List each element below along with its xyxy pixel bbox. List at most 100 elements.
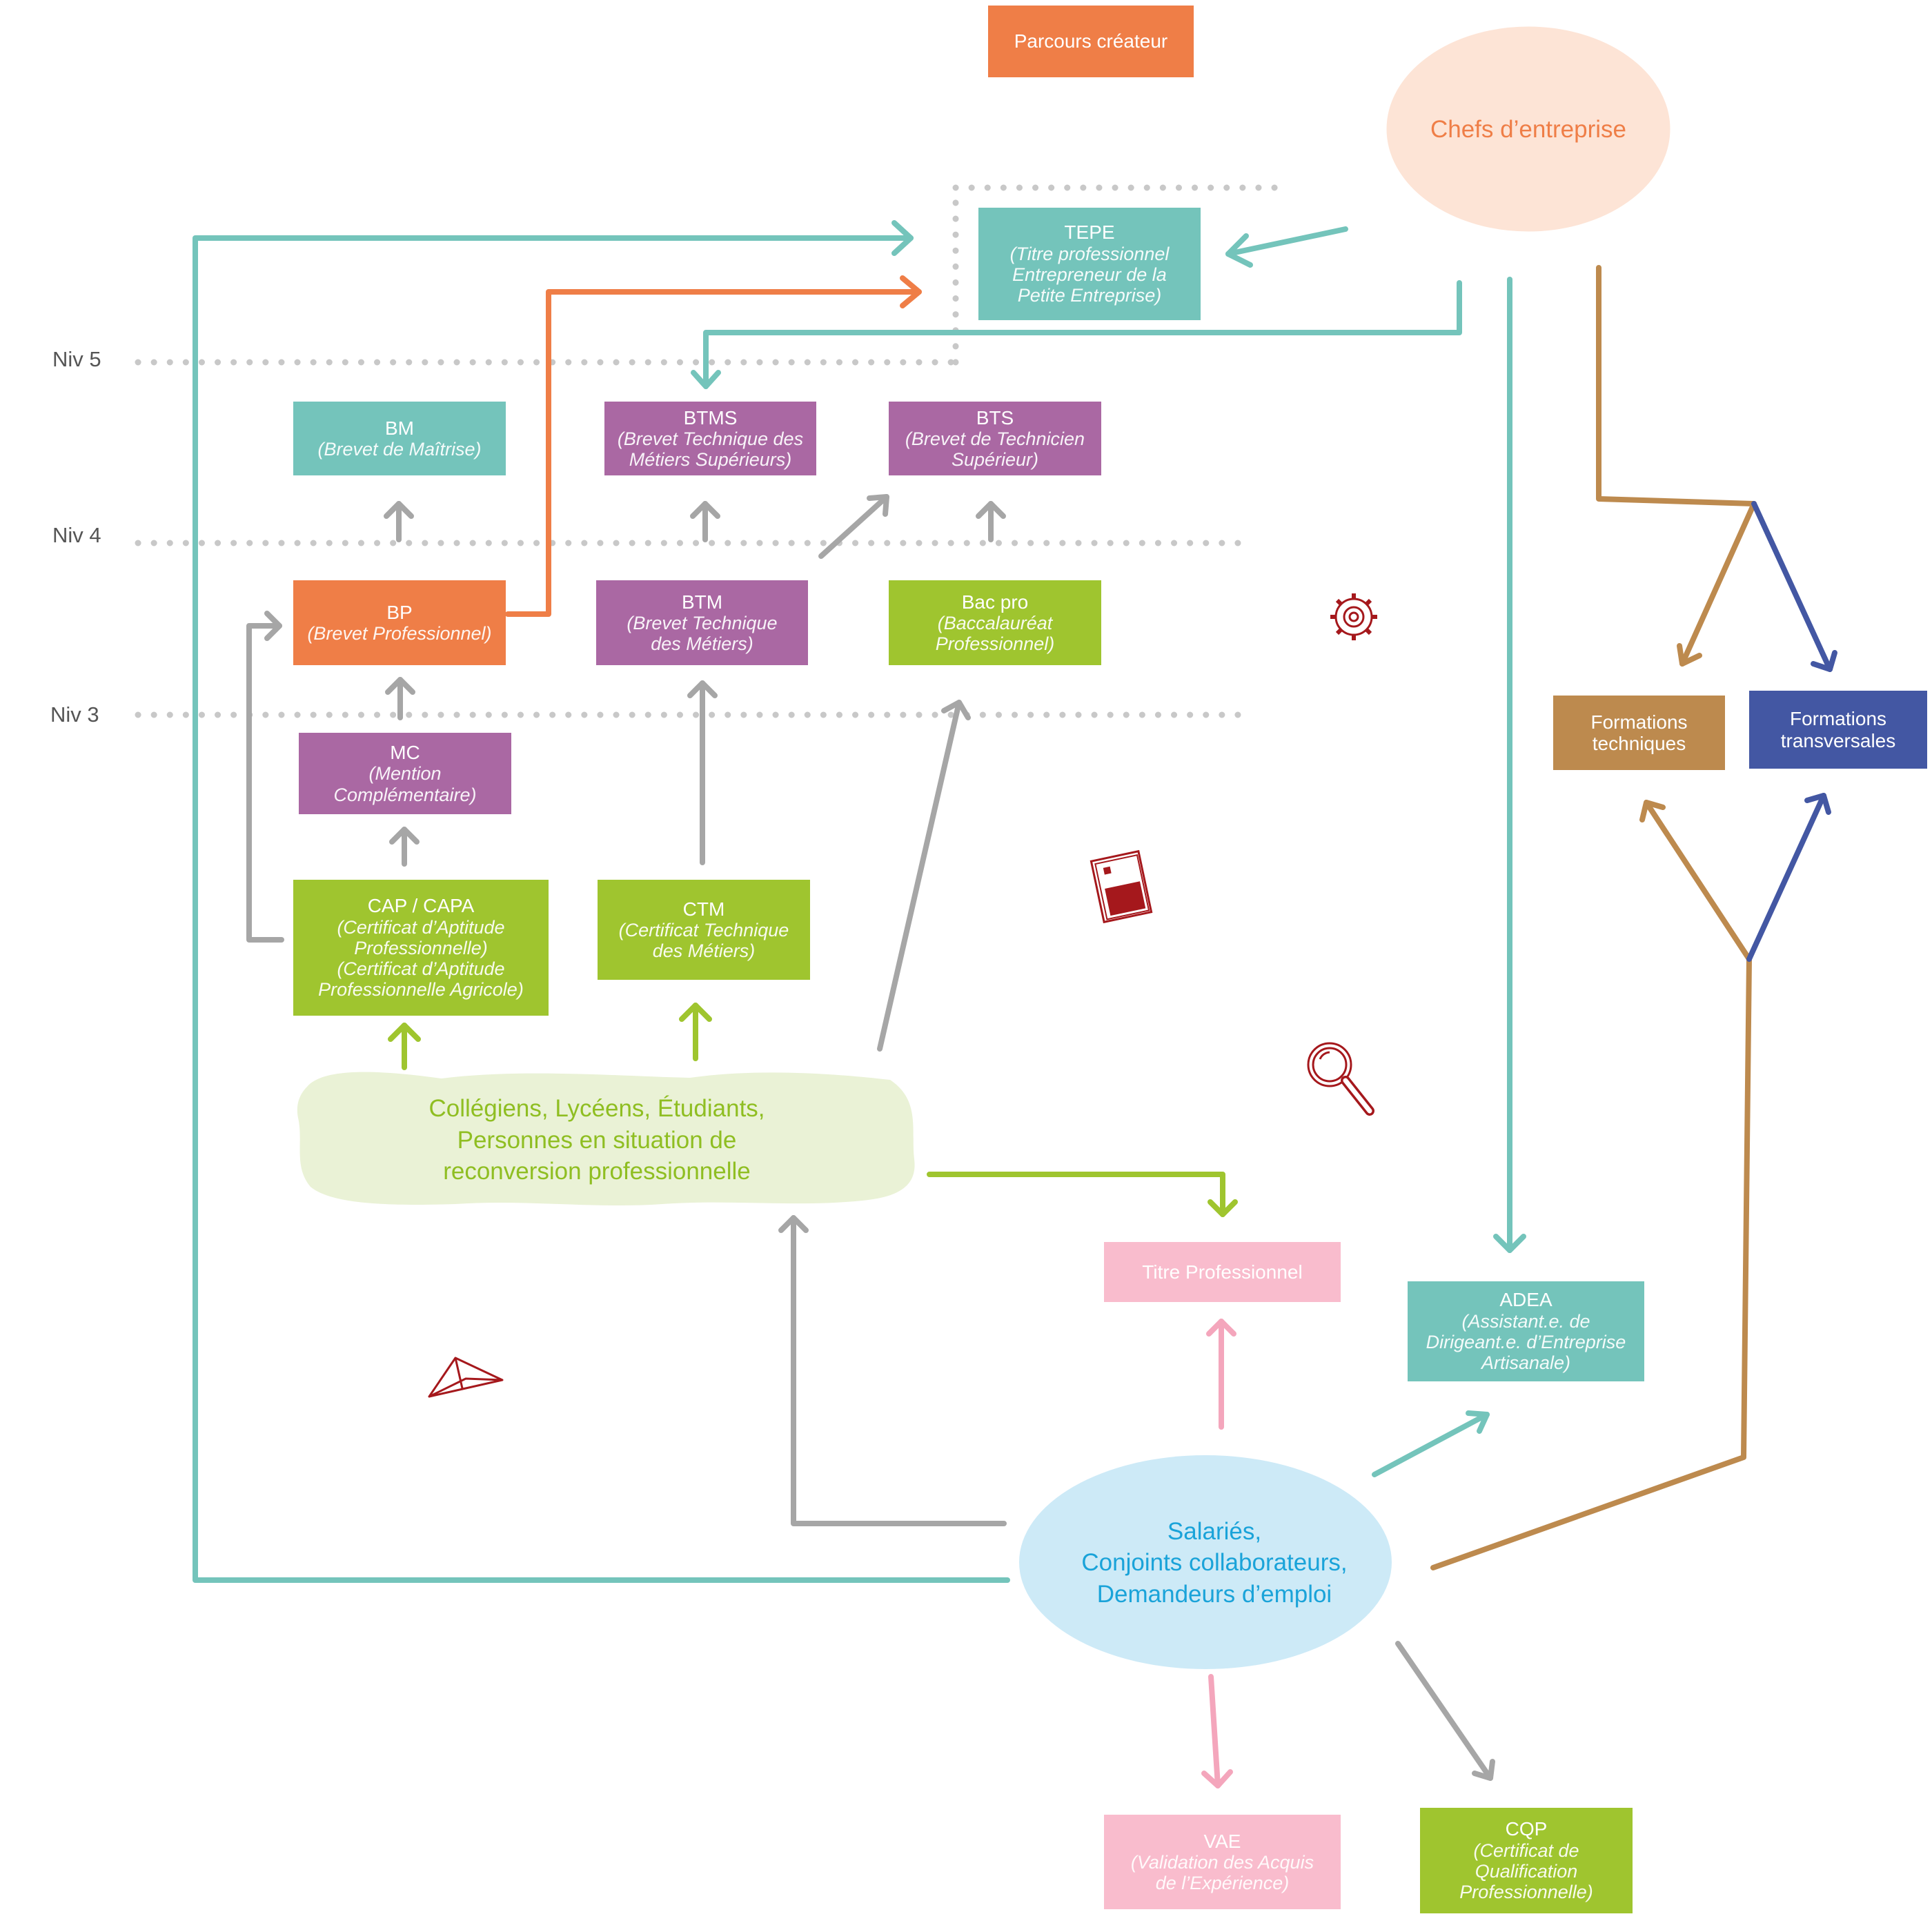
students-label: Collégiens, Lycéens, Étudiants, Personne… <box>307 1080 887 1201</box>
formtech-line-2: techniques <box>1592 733 1686 754</box>
titrepro-title: Titre Professionnel <box>1142 1261 1303 1283</box>
tepe-title: TEPE <box>1064 221 1115 244</box>
magnifier-icon <box>1307 1042 1374 1116</box>
cap-sub-1: (Certificat d’Aptitude <box>337 916 505 938</box>
bacpro-sub-1: (Baccalauréat <box>937 612 1053 633</box>
cap-title: CAP / CAPA <box>367 895 475 917</box>
brown-connectors <box>1430 265 1757 1570</box>
gear-icon <box>1330 593 1377 640</box>
teal-line-salaries-to-tepe <box>193 235 1010 1583</box>
bacpro-box: Bac pro (Baccalauréat Professionnel) <box>889 580 1101 665</box>
level-4-label: Niv 4 <box>52 523 101 547</box>
bp-title: BP <box>386 601 413 623</box>
cloud-chefs <box>1386 26 1670 232</box>
titre-professionnel-box: Titre Professionnel <box>1104 1242 1341 1302</box>
teal-arrowhead-adea <box>1493 1234 1526 1253</box>
formtrans-line-2: transversales <box>1780 729 1896 751</box>
orange-connector <box>505 275 922 617</box>
cloud-salaries <box>1019 1455 1392 1669</box>
tepe-sub-1: (Titre professionnel <box>1009 243 1170 264</box>
bp-sub-1: (Brevet Professionnel) <box>307 623 492 644</box>
teal-arrowhead-btms <box>691 370 721 389</box>
formtrans-line-1: Formations <box>1789 708 1887 730</box>
adea-sub-1: (Assistant.e. de <box>1461 1310 1590 1332</box>
salaries-line-1: Salariés, <box>1167 1517 1262 1545</box>
btm-title: BTM <box>681 591 723 613</box>
ctm-sub-1: (Certificat Technique <box>618 919 789 940</box>
bts-sub-2: Supérieur) <box>951 449 1039 471</box>
chefs-entreprise-label: Chefs d’entreprise <box>1387 103 1670 155</box>
cloud-students <box>297 1072 915 1206</box>
bm-sub-1: (Brevet de Maîtrise) <box>317 439 482 460</box>
mc-title: MC <box>390 742 420 764</box>
ctm-box: CTM (Certificat Technique des Métiers) <box>598 880 810 980</box>
chefs-text: Chefs d’entreprise <box>1430 115 1627 143</box>
students-line-3: reconversion professionnelle <box>443 1158 751 1185</box>
formtech-line-1: Formations <box>1590 711 1688 733</box>
cqp-sub-2: Qualification <box>1475 1861 1578 1882</box>
paper-plane-icon <box>428 1357 504 1398</box>
salaries-label: Salariés, Conjoints collaborateurs, Dema… <box>1035 1494 1394 1632</box>
teal-connectors <box>193 220 1526 1583</box>
btm-sub-1: (Brevet Technique <box>627 612 778 633</box>
gray-line-cap-to-bp <box>246 623 284 943</box>
level-5-label: Niv 5 <box>52 347 101 371</box>
btm-box: BTM (Brevet Technique des Métiers) <box>596 580 808 665</box>
bts-box: BTS (Brevet de Technicien Supérieur) <box>889 402 1101 475</box>
tepe-sub-2: Entrepreneur de la <box>1012 264 1167 286</box>
teal-line-chefs-to-tepe <box>1225 226 1348 257</box>
teal-line-salaries-to-adea <box>1372 1412 1490 1477</box>
adea-title: ADEA <box>1499 1289 1552 1311</box>
teal-arrowhead-adea-2 <box>1466 1410 1490 1434</box>
vae-box: VAE (Validation des Acquis de l’Expérien… <box>1104 1815 1341 1909</box>
formations-techniques-box: Formations techniques <box>1553 696 1725 770</box>
cap-sub-3: (Certificat d’Aptitude <box>337 958 505 980</box>
btms-sub-1: (Brevet Technique des <box>617 428 804 449</box>
tepe-box: TEPE (Titre professionnel Entrepreneur d… <box>978 208 1201 320</box>
mc-box: MC (Mention Complémentaire) <box>299 733 511 814</box>
salaries-line-2: Conjoints collaborateurs, <box>1081 1549 1348 1577</box>
btms-box: BTMS (Brevet Technique des Métiers Supér… <box>604 402 816 475</box>
bacpro-title: Bac pro <box>961 591 1029 613</box>
ctm-title: CTM <box>682 898 725 920</box>
students-line-2: Personnes en situation de <box>457 1126 737 1154</box>
adea-sub-3: Artisanale) <box>1481 1352 1571 1374</box>
cap-box: CAP / CAPA (Certificat d’Aptitude Profes… <box>293 880 549 1016</box>
level-3-label: Niv 3 <box>50 702 99 727</box>
students-line-1: Collégiens, Lycéens, Étudiants, <box>428 1095 765 1123</box>
cqp-box: CQP (Certificat de Qualification Profess… <box>1420 1808 1633 1913</box>
navy-connectors <box>1746 501 1837 962</box>
gray-line-salaries-to-students <box>791 1215 1007 1526</box>
tepe-sub-3: Petite Entreprise) <box>1017 285 1162 306</box>
teal-line-chefs-to-btms <box>703 280 1462 389</box>
vae-sub-2: de l’Expérience) <box>1155 1873 1290 1894</box>
adea-sub-2: Dirigeant.e. d’Entreprise <box>1426 1332 1626 1353</box>
cqp-sub-3: Professionnelle) <box>1459 1882 1593 1903</box>
bm-box: BM (Brevet de Maîtrise) <box>293 402 506 475</box>
gray-connectors <box>246 494 1495 1781</box>
salaries-line-3: Demandeurs d’emploi <box>1096 1580 1332 1608</box>
mc-sub-1: (Mention <box>368 763 442 785</box>
bp-box: BP (Brevet Professionnel) <box>293 580 506 665</box>
cqp-title: CQP <box>1505 1818 1548 1840</box>
bacpro-sub-2: Professionnel) <box>935 633 1055 655</box>
bts-sub-1: (Brevet de Technicien <box>905 428 1085 449</box>
btms-title: BTMS <box>683 406 738 428</box>
teal-arrowhead-tepe-right <box>1225 233 1253 268</box>
parcours-createur-label: Parcours créateur <box>1014 30 1168 52</box>
cqp-sub-1: (Certificat de <box>1473 1840 1579 1861</box>
adea-box: ADEA (Assistant.e. de Dirigeant.e. d’Ent… <box>1408 1281 1644 1381</box>
parcours-createur-box: Parcours créateur <box>988 6 1194 77</box>
btms-sub-2: Métiers Supérieurs) <box>629 449 792 471</box>
formations-transversales-box: Formations transversales <box>1749 691 1927 769</box>
cap-sub-4: Professionnelle Agricole) <box>318 979 524 1000</box>
btm-sub-2: des Métiers) <box>651 633 753 655</box>
bts-title: BTS <box>976 406 1014 428</box>
ctm-sub-2: des Métiers) <box>652 940 756 962</box>
mc-sub-2: Complémentaire) <box>333 784 477 805</box>
pink-connectors <box>1201 1319 1236 1788</box>
vae-title: VAE <box>1203 1830 1241 1852</box>
bm-title: BM <box>385 417 414 439</box>
green-connectors <box>388 1003 1238 1217</box>
